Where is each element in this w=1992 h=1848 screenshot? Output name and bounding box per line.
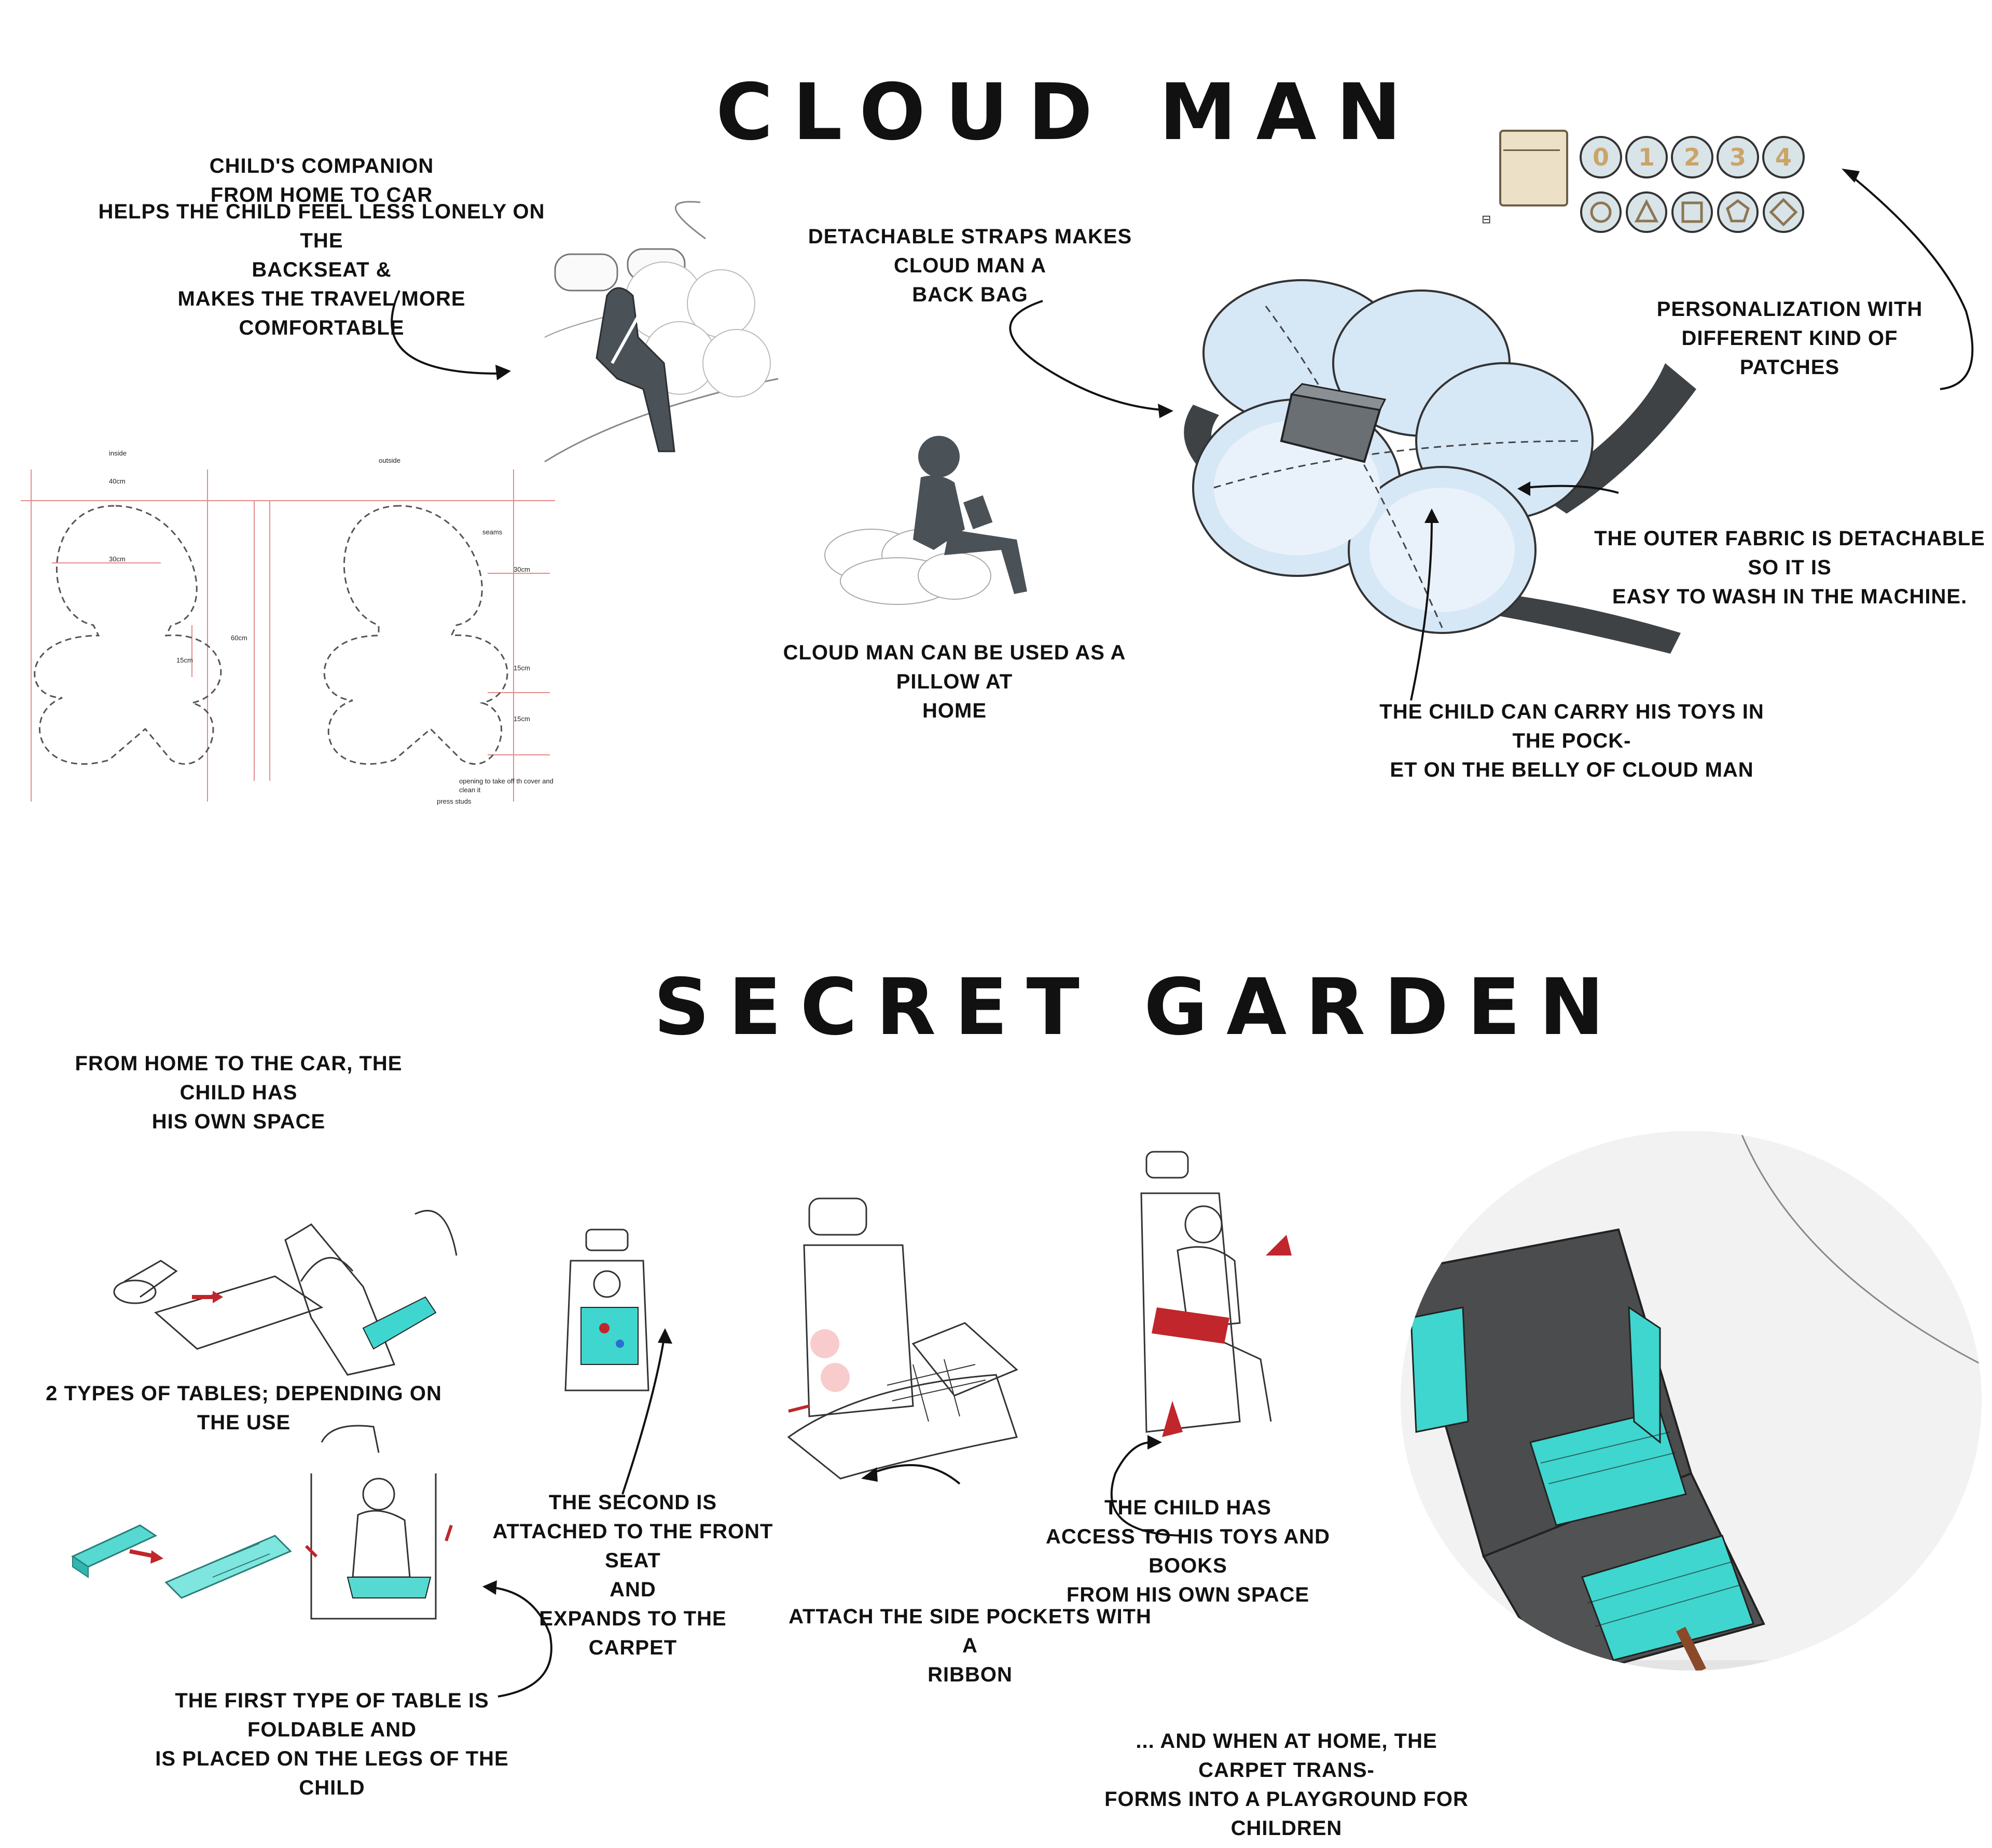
pocket-patch [1499,130,1568,206]
pattern-height-15b: 15cm [514,664,530,672]
front-seat-sketch [564,1229,649,1391]
caption-second-table: THE SECOND IS ATTACHED TO THE FRONT SEAT… [492,1491,773,1659]
pattern-drawing [21,470,555,802]
patch-set [1499,125,1831,244]
patch-3: 3 [1717,136,1759,178]
pillow-sketch [824,436,1027,605]
patch-4: 4 [1762,136,1805,178]
patch-1: 1 [1625,136,1668,178]
cloud-bag-sketch [1184,279,1696,654]
child-seat-sketch [1140,1151,1292,1437]
number-patches: 0 1 2 3 4 [1580,136,1839,178]
pattern-width-30: 30cm [109,555,126,563]
caption-outer-fabric: THE OUTER FABRIC IS DETACHABLE SO IT IS … [1594,527,1985,608]
cloud-man-arrows [391,169,1974,701]
patch-2: 2 [1671,136,1713,178]
patch-0: 0 [1580,136,1622,178]
shape-patches [1580,191,1804,233]
pattern-opening-note: opening to take off th cover and [459,777,554,785]
pattern-height-15c: 15cm [514,715,530,723]
playground-sketch [1401,1131,1982,1671]
caption-pocket: THE CHILD CAN CARRY HIS TOYS IN THE POCK… [1379,700,1764,781]
title-secret-garden: SECRET GARDEN [654,962,1623,1053]
caption-own-space: FROM HOME TO THE CAR, THE CHILD HAS HIS … [75,1052,403,1133]
child-table-sketch [305,1425,453,1620]
pattern-studs-note: press studs [437,797,472,805]
caption-companion: CHILD'S COMPANION FROM HOME TO CAR HELPS… [98,155,545,339]
caption-access: THE CHILD HAS ACCESS TO HIS TOYS AND BOO… [1045,1496,1330,1606]
caption-ribbon: ATTACH THE SIDE POCKETS WITH A RIBBON [789,1605,1152,1686]
pattern-width-40: 40cm [109,477,126,485]
pattern-inside: inside [109,449,127,457]
caption-tables: 2 TYPES OF TABLES; DEPENDING ON THE USE [46,1382,442,1434]
caption-pillow: CLOUD MAN CAN BE USED AS A PILLOW AT HOM… [783,641,1126,722]
caption-straps: DETACHABLE STRAPS MAKES CLOUD MAN A BACK… [808,225,1132,306]
pattern-seams: seams [482,528,503,536]
table-type-sketch [113,1210,458,1376]
side-pocket-sketch [787,1197,1018,1480]
backseat-sketch [544,201,779,463]
caption-home-playground: ... AND WHEN AT HOME, THE CARPET TRANS- … [1104,1730,1469,1840]
foldable-table-sketch [71,1524,292,1599]
caption-personalization: PERSONALIZATION WITH DIFFERENT KIND OF P… [1656,298,1923,379]
pattern-height-30: 30cm [514,566,530,573]
pattern-height-15a: 15cm [176,656,193,664]
caption-foldable-table: THE FIRST TYPE OF TABLE IS FOLDABLE AND … [155,1689,509,1799]
pattern-clean-note: clean it [459,786,481,794]
patch-tag: ⊟ [1482,213,1491,226]
secret-garden-arrows [482,1328,1188,1698]
pattern-outside: outside [379,457,400,464]
pattern-height-60: 60cm [231,634,247,642]
